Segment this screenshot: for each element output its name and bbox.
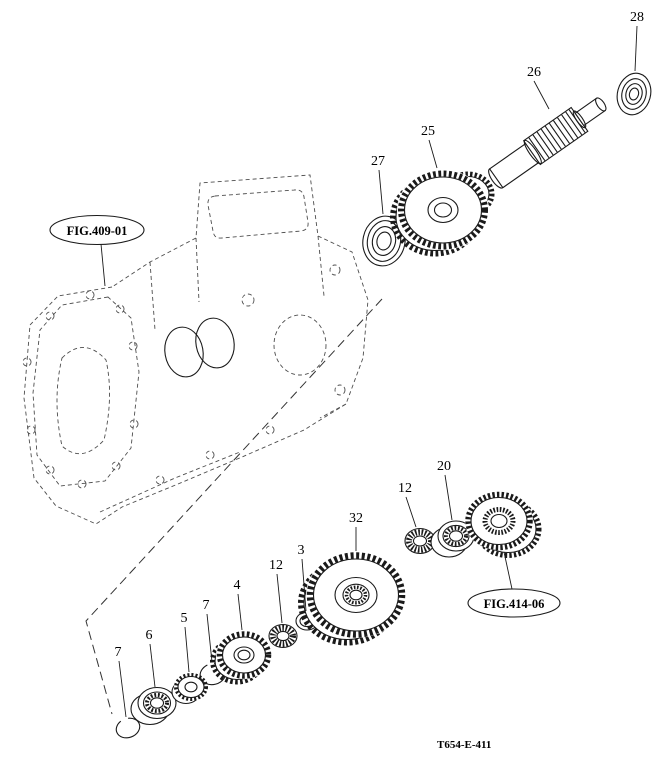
callout-20: 20 [437,459,451,474]
callout-28: 28 [630,10,644,25]
snap-ring-7b [115,717,141,739]
o-ring-right [195,317,235,369]
callout-5: 5 [181,611,188,626]
callout-26: 26 [527,65,541,80]
coupling-20 [430,520,475,558]
drawing-code: T654-E-411 [437,739,491,751]
callout-labels: 28 26 25 27 20 12 32 3 12 4 7 5 6 7 [115,10,645,660]
gear-25 [390,170,495,257]
gear-32 [298,552,406,646]
needle-bearing-12b [268,623,298,649]
callout-7b: 7 [115,645,122,660]
transmission-housing-outline [22,174,369,525]
callout-12a: 12 [398,481,412,496]
callout-7a: 7 [203,598,210,613]
fig-ref-409-label: FIG.409-01 [67,224,128,238]
fig-ref-409-01: FIG.409-01 [49,214,145,246]
bearing-28 [616,72,652,116]
fig-ref-414-06: FIG.414-06 [467,588,561,618]
callout-12b: 12 [269,558,283,573]
callout-3: 3 [298,543,305,558]
gear-fig414 [465,491,542,558]
callout-25: 25 [421,124,435,139]
leader-lines [100,25,638,718]
input-shaft-26 [488,97,607,189]
callout-4: 4 [234,578,241,593]
fig-ref-414-label: FIG.414-06 [484,597,545,611]
hub-6 [130,686,177,726]
callout-6: 6 [146,628,153,643]
gear-4 [210,631,272,685]
callout-27: 27 [371,154,385,169]
o-ring-left [164,326,204,378]
section-boundary-line [85,298,383,715]
gear-5 [171,673,208,705]
callout-32: 32 [349,511,363,526]
